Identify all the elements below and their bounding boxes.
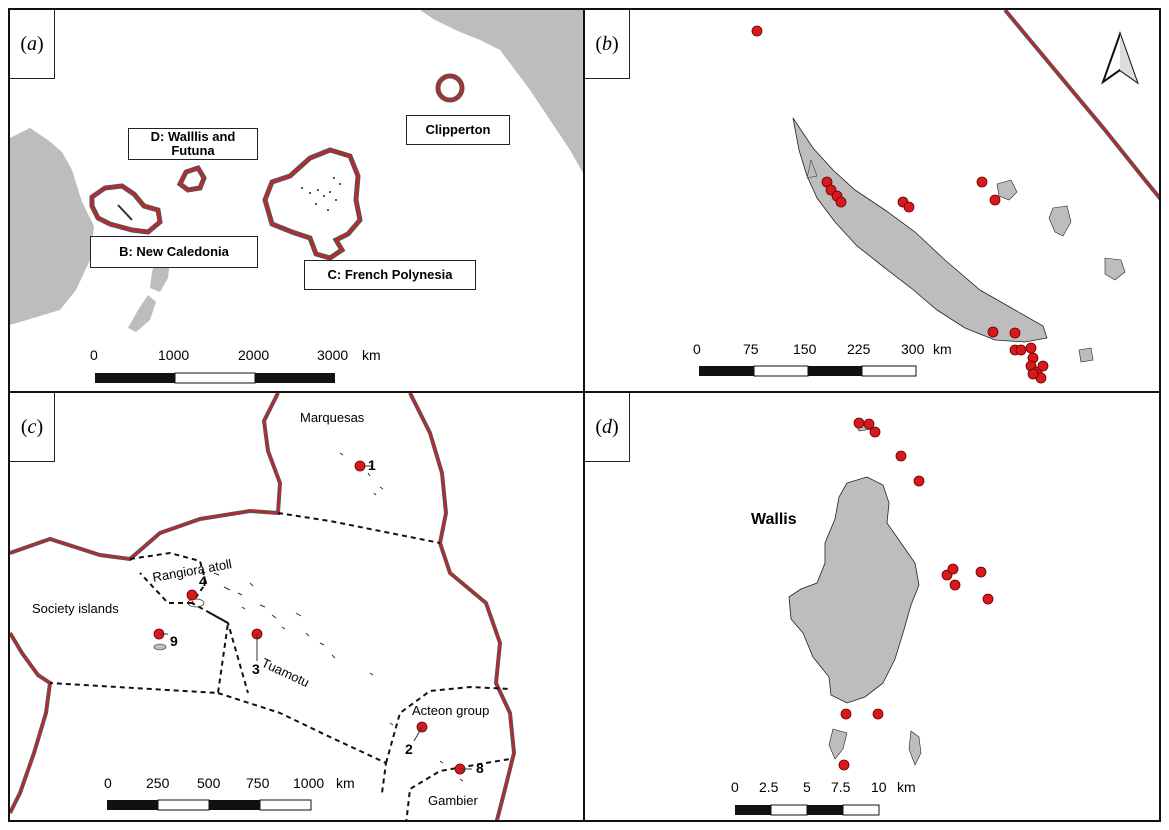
site-dots xyxy=(838,417,994,771)
scale-unit: km xyxy=(897,779,916,795)
isle-of-pines xyxy=(1078,347,1094,363)
label-gambier: Gambier xyxy=(428,793,478,808)
panel-a-map xyxy=(10,10,583,384)
panel-c-map xyxy=(10,393,517,820)
panel-d-label: (d) xyxy=(585,393,630,462)
site-number: 8 xyxy=(476,760,484,776)
panel-b-map xyxy=(699,10,1159,384)
panel-c-label: (c) xyxy=(10,393,55,462)
scale-tick: 75 xyxy=(743,341,759,357)
scale-tick: 150 xyxy=(793,341,817,357)
scale-tick: 3000 xyxy=(317,347,349,363)
scale-tick: 10 xyxy=(871,779,887,795)
panel-a: (a) D: Walllis and F xyxy=(8,8,585,393)
panel-d-map xyxy=(735,417,994,816)
panel-c: (c) xyxy=(8,391,585,822)
label-wallis: Wallis xyxy=(751,511,797,528)
site-number: 4 xyxy=(199,573,207,589)
panel-a-label: (a) xyxy=(10,10,55,79)
scale-bar-b xyxy=(699,365,917,377)
site-number: 9 xyxy=(170,633,178,649)
site-number: 3 xyxy=(252,661,260,677)
scale-tick: 0 xyxy=(693,341,701,357)
scale-tick: 2000 xyxy=(238,347,270,363)
scale-bar-d xyxy=(735,804,880,816)
label-french-polynesia-box: C: French Polynesia xyxy=(304,260,476,290)
scale-unit: km xyxy=(933,341,952,357)
scale-tick: 0 xyxy=(731,779,739,795)
americas-landmass xyxy=(420,10,583,173)
loyalty-island xyxy=(1104,257,1126,281)
panel-d: (d) Wallis 0 2.5 5 7.5 10 km xyxy=(583,391,1161,822)
wallis-island xyxy=(788,476,920,704)
label-society: Society islands xyxy=(32,601,119,616)
australia-landmass xyxy=(10,128,94,325)
site-number: 1 xyxy=(368,457,376,473)
label-acteon: Acteon group xyxy=(412,703,490,718)
scale-tick: 225 xyxy=(847,341,871,357)
scale-unit: km xyxy=(362,347,381,363)
scale-tick: 0 xyxy=(90,347,98,363)
grande-terre-island xyxy=(792,117,1048,343)
site-dots xyxy=(153,460,466,775)
scale-tick: 750 xyxy=(246,775,270,791)
scale-bar-a xyxy=(95,372,335,384)
panel-b-label: (b) xyxy=(585,10,630,79)
islet xyxy=(828,728,848,760)
scale-tick: 0 xyxy=(104,775,112,791)
label-new-caledonia-box: B: New Caledonia xyxy=(90,236,258,268)
new-caledonia-eez xyxy=(89,183,163,235)
loyalty-island xyxy=(996,179,1018,201)
loyalty-island xyxy=(1048,205,1072,237)
scale-bar-c xyxy=(107,799,312,811)
scale-tick: 5 xyxy=(803,779,811,795)
scale-tick: 7.5 xyxy=(831,779,851,795)
scale-unit: km xyxy=(336,775,355,791)
label-clipperton-box: Clipperton xyxy=(406,115,510,145)
scale-tick: 1000 xyxy=(158,347,190,363)
scale-tick: 300 xyxy=(901,341,925,357)
scale-tick: 500 xyxy=(197,775,221,791)
label-marquesas: Marquesas xyxy=(300,410,365,425)
scale-tick: 1000 xyxy=(293,775,325,791)
scale-tick: 2.5 xyxy=(759,779,779,795)
islet xyxy=(908,730,922,766)
site-dots xyxy=(751,25,1049,384)
panel-b: (b) 0 xyxy=(583,8,1161,393)
scale-tick: 250 xyxy=(146,775,170,791)
site-number: 2 xyxy=(405,741,413,757)
label-wallis-box: D: Walllis and Futuna xyxy=(128,128,258,160)
